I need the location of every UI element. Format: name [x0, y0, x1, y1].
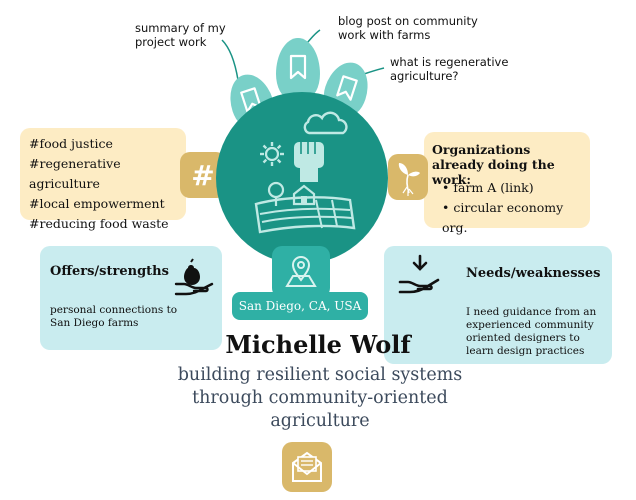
bookmark-icon	[289, 54, 307, 80]
needs-card: Needs/weaknesses I need guidance from an…	[384, 246, 612, 364]
project-illustration	[216, 92, 388, 264]
organizations-title: Organizations already doing the work:	[432, 142, 555, 187]
sprout-badge	[388, 154, 428, 200]
farm-illustration-icon	[254, 111, 356, 234]
blog-link-button[interactable]	[276, 38, 320, 98]
needs-title: Needs/weaknesses	[466, 266, 601, 281]
location-label: San Diego, CA, USA	[238, 299, 362, 313]
contact-button[interactable]	[282, 442, 332, 492]
org-item[interactable]: • circular economy org.	[442, 200, 564, 235]
hand-receiving-icon	[398, 254, 440, 294]
offers-title: Offers/strengths	[50, 264, 169, 279]
offers-card: Offers/strengths personal connections to…	[40, 246, 222, 350]
bookmark-icon	[336, 75, 358, 101]
envelope-icon	[292, 451, 322, 482]
hash-icon: #	[191, 158, 215, 192]
hashtag-item[interactable]: #regenerative agriculture	[29, 156, 121, 191]
hand-giving-icon	[174, 258, 214, 296]
needs-text: I need guidance from an experienced comm…	[466, 306, 597, 357]
hashtag-item[interactable]: #reducing food waste	[29, 216, 169, 231]
annotation-regen: what is regenerative agriculture?	[390, 55, 509, 83]
hashtag-item[interactable]: #local empowerment	[29, 196, 165, 211]
person-tagline: building resilient social systems throug…	[177, 365, 463, 431]
sprout-icon	[398, 163, 420, 196]
org-item-label[interactable]: circular economy org.	[442, 200, 564, 235]
location-badge	[272, 246, 330, 298]
regen-link-button[interactable]	[318, 56, 376, 120]
org-item[interactable]: • farm A (link)	[442, 180, 534, 195]
hashtag-item[interactable]: #food justice	[29, 136, 113, 151]
annotation-summary: summary of my project work	[135, 21, 226, 49]
organizations-card: Organizations already doing the work: • …	[424, 132, 590, 235]
location-label-box: San Diego, CA, USA	[232, 292, 368, 320]
person-name: Michelle Wolf	[225, 330, 411, 359]
hashtag-list: #food justice #regenerative agriculture …	[29, 134, 186, 234]
map-pin-icon	[285, 256, 317, 287]
annotation-blog: blog post on community work with farms	[338, 14, 478, 42]
offers-text: personal connections to San Diego farms	[50, 304, 178, 329]
org-item-label[interactable]: farm A (link)	[453, 180, 534, 195]
hashtags-card: #food justice #regenerative agriculture …	[20, 128, 186, 231]
